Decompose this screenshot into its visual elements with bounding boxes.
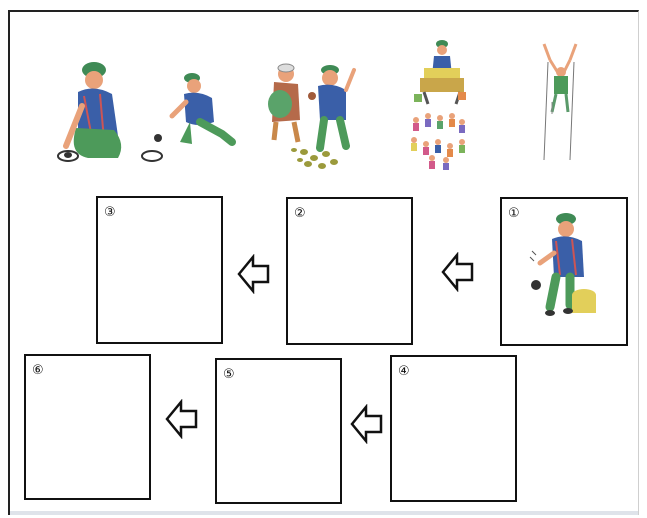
arrow-left-icon	[350, 404, 384, 444]
box-number: ①	[508, 207, 520, 220]
story-box-3[interactable]: ③	[96, 196, 223, 344]
story-box-4[interactable]: ④	[390, 355, 517, 502]
man-rolling-ball-image	[140, 70, 242, 170]
box-number: ③	[104, 206, 116, 219]
box-number: ②	[294, 207, 306, 220]
story-box-5[interactable]: ⑤	[215, 358, 342, 504]
arrow-left-icon	[441, 252, 475, 292]
worksheet: ① ② ③ ④ ⑤	[8, 10, 639, 515]
couple-with-coins-image	[264, 60, 356, 172]
man-on-throne-with-crowd-image	[408, 38, 470, 170]
story-box-2[interactable]: ②	[286, 197, 413, 345]
arrow-left-icon	[165, 399, 199, 439]
box-number: ⑥	[32, 364, 44, 377]
man-sitting-with-bowl-image	[48, 58, 134, 168]
box-number: ⑤	[223, 368, 235, 381]
arrow-left-icon	[237, 254, 271, 294]
story-box-1[interactable]: ①	[500, 197, 628, 346]
man-falling-image	[530, 42, 590, 160]
man-sitting-on-stump-image	[526, 209, 598, 321]
bottom-border	[10, 511, 638, 515]
box-number: ④	[398, 365, 410, 378]
story-box-6[interactable]: ⑥	[24, 354, 151, 500]
